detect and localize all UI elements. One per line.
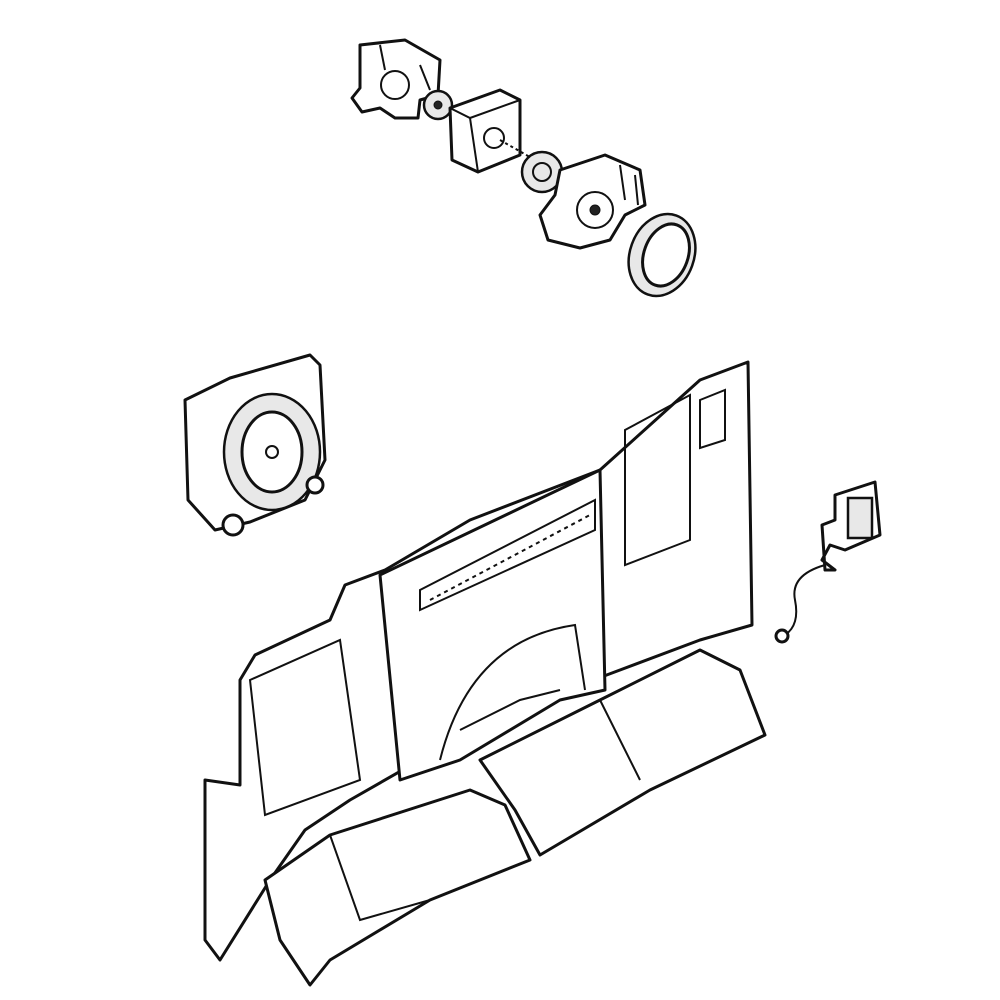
fan-housing (183, 353, 327, 537)
left-bracket (350, 38, 442, 120)
motor-housing (448, 88, 536, 174)
sensor-module (820, 480, 882, 572)
sensor-wire (774, 564, 826, 644)
right-duct-cover (459, 648, 767, 857)
fan-wheel (627, 212, 697, 298)
damper-gear (422, 89, 454, 121)
rear-panel (203, 360, 754, 962)
right-bracket (538, 153, 647, 250)
left-duct-cover (263, 788, 532, 987)
